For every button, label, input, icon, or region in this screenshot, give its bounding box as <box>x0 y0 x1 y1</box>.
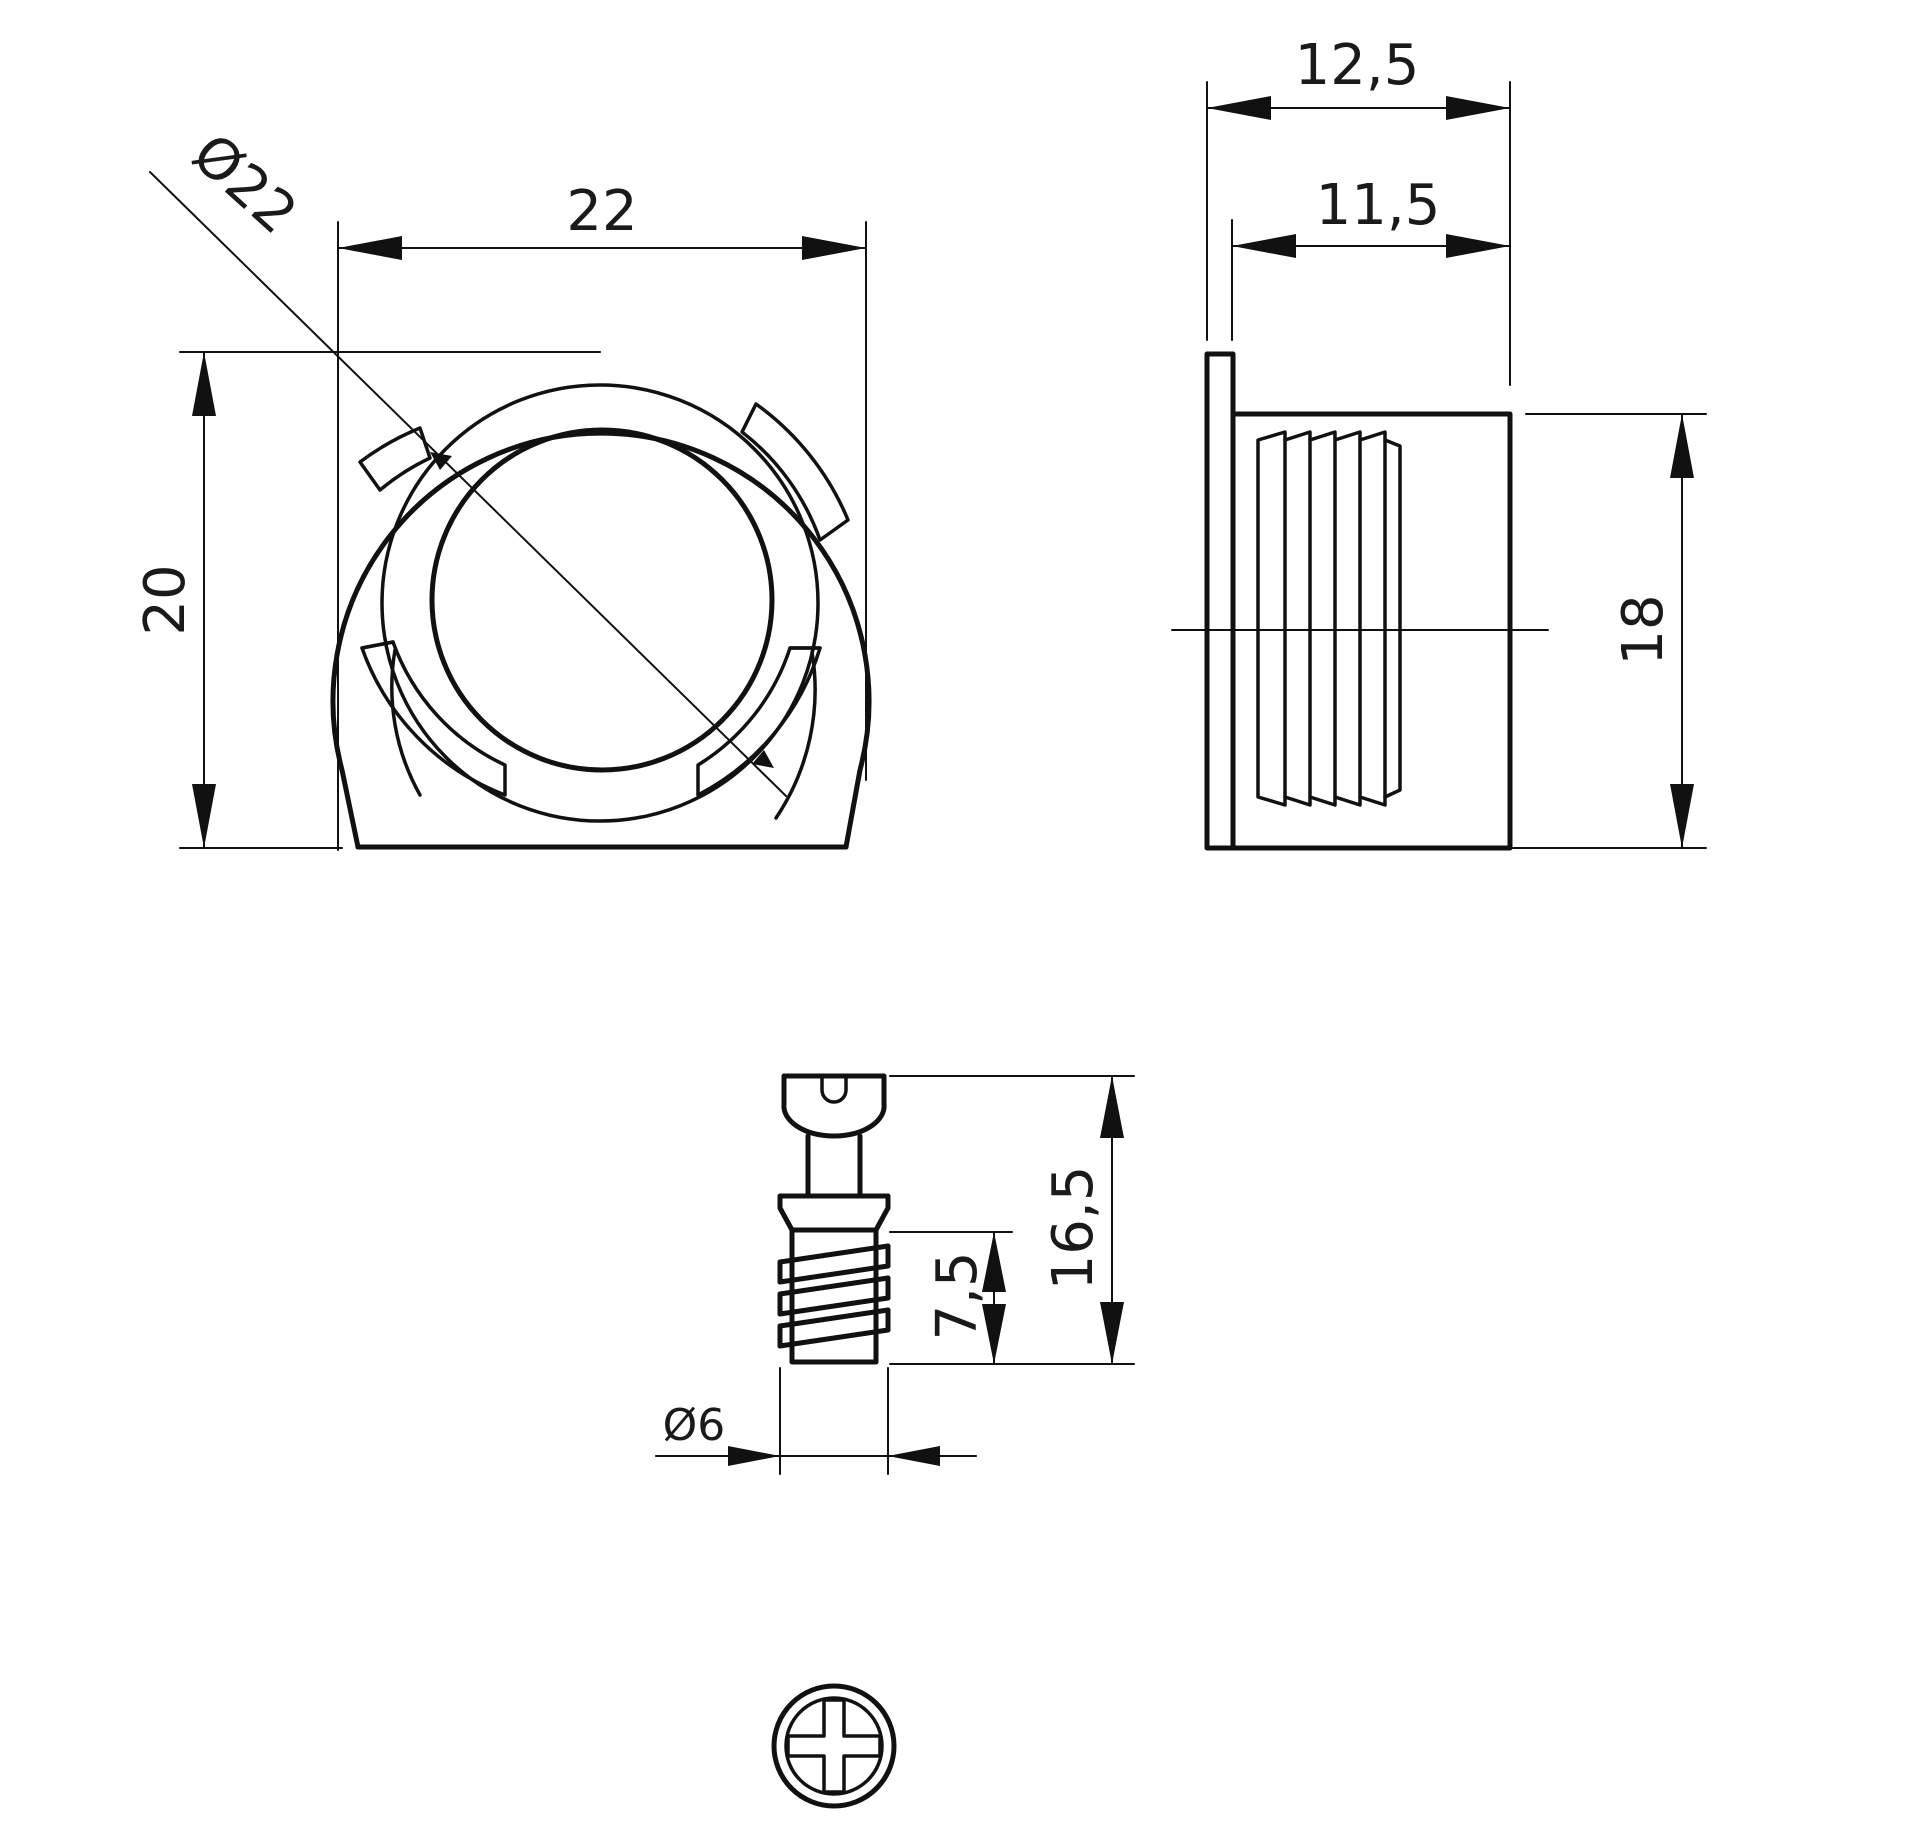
bolt-top-outer-circle <box>771 1683 897 1809</box>
bolt-thread-label: 7,5 <box>925 1251 990 1340</box>
front-view: 22 Ø22 20 <box>133 122 872 851</box>
front-view-cam-slot-ur <box>740 402 850 542</box>
front-view-cam-slot-ul <box>358 426 432 492</box>
front-view-housing-outline <box>330 430 872 850</box>
front-view-inner-ring <box>380 383 820 823</box>
bolt-collar <box>777 1193 891 1233</box>
bolt-head <box>781 1073 887 1139</box>
side-view-inner-width-label: 11,5 <box>1316 173 1441 238</box>
side-view-threads <box>1256 430 1402 807</box>
side-view-inner-width-arrow-right <box>1446 234 1510 258</box>
front-view-height-label: 20 <box>133 564 198 635</box>
bolt-view: 16,5 7,5 Ø6 <box>655 1073 1135 1475</box>
front-view-height-arrow-bottom <box>192 784 216 848</box>
side-view-flange <box>1204 351 1236 851</box>
bolt-thread-arrow-bottom <box>982 1304 1006 1364</box>
front-view-cam-slot-ll-tail <box>360 640 422 797</box>
bolt-length-label: 16,5 <box>1041 1166 1106 1291</box>
bolt-diameter-arrow-left <box>728 1446 780 1466</box>
side-view-outer-width-label: 12,5 <box>1295 33 1420 98</box>
bolt-top-inner-circle <box>784 1696 884 1796</box>
front-view-diameter-arrow-bottom <box>752 750 774 768</box>
bolt-top-cross-slot <box>786 1698 882 1794</box>
bolt-neck <box>805 1133 863 1199</box>
bolt-top-view <box>771 1683 897 1809</box>
side-view-height-arrow-top <box>1670 414 1694 478</box>
side-view-height-arrow-bottom <box>1670 784 1694 848</box>
front-view-diameter-arrow-top <box>430 452 452 470</box>
bolt-shank <box>789 1227 879 1365</box>
bolt-thread <box>777 1243 891 1349</box>
front-view-cam-slot-ll <box>360 640 507 797</box>
front-view-width-arrow-left <box>338 236 402 260</box>
bolt-length-arrow-bottom <box>1100 1302 1124 1364</box>
front-view-cam-slot-lr <box>696 646 822 797</box>
bolt-diameter-label: Ø6 <box>663 1400 726 1451</box>
side-view-outer-width-arrow-left <box>1207 96 1271 120</box>
side-view-inner-width-arrow-left <box>1232 234 1296 258</box>
front-view-diameter-label: Ø22 <box>180 122 309 247</box>
side-view: 12,5 11,5 18 <box>1171 33 1707 851</box>
front-view-width-arrow-right <box>802 236 866 260</box>
front-view-height-arrow-top <box>192 352 216 416</box>
bolt-diameter-arrow-right <box>888 1446 940 1466</box>
front-view-width-label: 22 <box>566 179 637 244</box>
front-view-diameter-leader <box>149 171 787 797</box>
side-view-height-label: 18 <box>1611 594 1676 665</box>
bolt-head-slot <box>820 1074 848 1104</box>
bolt-thread-arrow-top <box>982 1232 1006 1292</box>
front-view-bore <box>429 427 775 773</box>
side-view-outer-width-arrow-right <box>1446 96 1510 120</box>
bolt-length-arrow-top <box>1100 1076 1124 1138</box>
front-view-cam-slot-lr-tail <box>774 646 822 820</box>
